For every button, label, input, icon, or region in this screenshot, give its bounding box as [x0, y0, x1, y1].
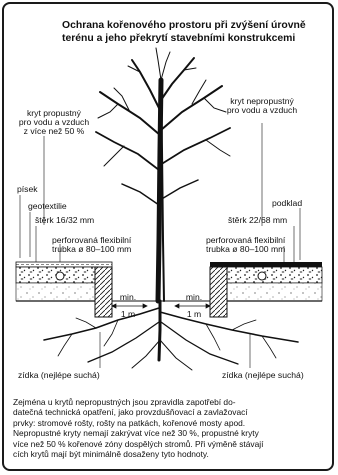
- label-geotextile: geotextilie: [28, 201, 67, 211]
- label-min-right-2: 1 m: [186, 309, 202, 319]
- label-sand: písek: [17, 184, 38, 194]
- label-gravel-left: štěrk 16/32 mm: [35, 215, 95, 225]
- label-min-left-1: min.: [119, 292, 137, 302]
- tree: [95, 47, 231, 304]
- label-cover-impermeable: kryt nepropustný: [230, 96, 294, 106]
- label-pipe-right-1: perforovaná flexibilní: [206, 235, 286, 245]
- label-gravel-right: štěrk 22/68 mm: [228, 215, 288, 225]
- min-distance-right-arrow: [174, 303, 211, 309]
- explanatory-paragraph: Zejména u krytů nepropustných jsou zprav…: [13, 397, 264, 460]
- roots: [43, 299, 299, 371]
- label-cover-impermeable-2: pro vodu a vzduch: [226, 105, 298, 115]
- label-wall-right: zídka (nejlépe suchá): [222, 370, 304, 380]
- right-surface-structure: [209, 262, 323, 302]
- label-cover-permeable: kryt propustný: [27, 108, 81, 118]
- label-base: podklad: [272, 198, 303, 208]
- left-wall: [94, 266, 113, 318]
- diagram-frame: [2, 2, 334, 471]
- label-cover-permeable-3: z více než 50 %: [23, 126, 85, 136]
- min-distance-left-arrow: [111, 303, 148, 309]
- drain-pipe-left: [55, 271, 65, 281]
- label-pipe-left-1: perforovaná flexibilní: [52, 235, 132, 245]
- right-wall: [209, 266, 228, 318]
- drain-pipe-right: [257, 271, 267, 281]
- label-pipe-left-2: trubka ø 80–100 mm: [52, 244, 132, 254]
- label-cover-permeable-2: pro vodu a vzduch: [18, 117, 90, 127]
- label-min-right-1: min.: [185, 292, 203, 302]
- label-wall-left: zídka (nejlépe suchá): [18, 370, 100, 380]
- label-pipe-right-2: trubka ø 80–100 mm: [206, 244, 286, 254]
- label-min-left-2: 1 m: [120, 309, 136, 319]
- diagram-title: Ochrana kořenového prostoru při zvýšení …: [62, 20, 306, 44]
